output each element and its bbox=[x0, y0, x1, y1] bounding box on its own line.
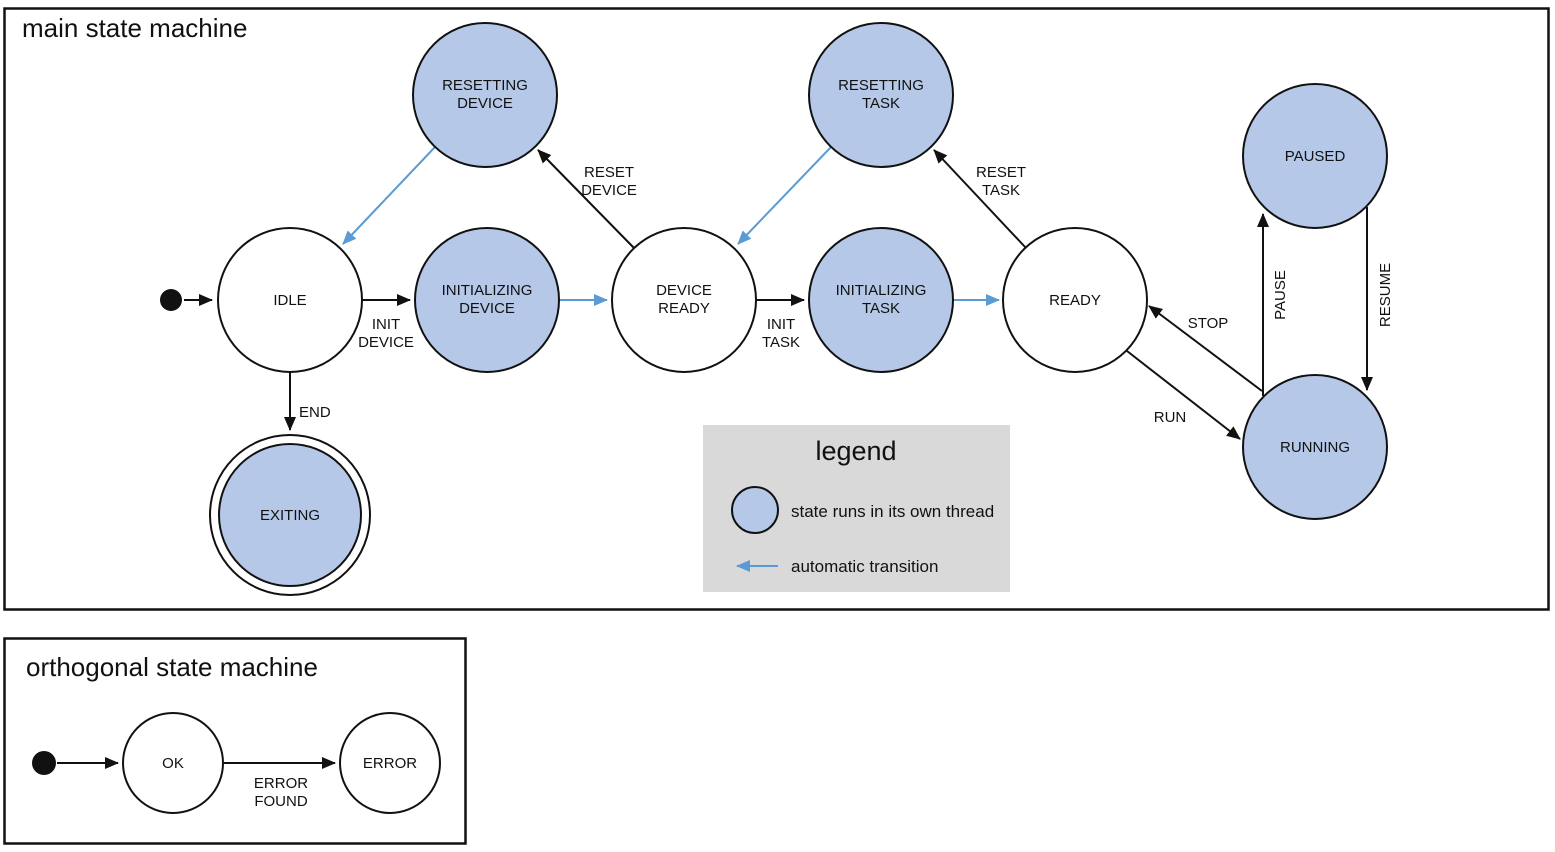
transition-init-device-label-2: DEVICE bbox=[358, 334, 414, 351]
state-exiting-label: EXITING bbox=[260, 507, 320, 524]
transition-error-found-label-2: FOUND bbox=[254, 793, 307, 810]
state-device-ready-label-1: DEVICE bbox=[656, 282, 712, 299]
state-running-circle bbox=[1242, 374, 1388, 520]
legend: legend state runs in its own thread auto… bbox=[703, 425, 1010, 592]
state-resetting-task-label-1: RESETTING bbox=[838, 77, 924, 94]
state-ready-label: READY bbox=[1049, 292, 1101, 309]
state-initializing-device-label-2: DEVICE bbox=[459, 300, 515, 317]
transition-error-found-label-1: ERROR bbox=[254, 775, 308, 792]
state-paused-circle bbox=[1242, 83, 1388, 229]
state-resetting-device-label-2: DEVICE bbox=[457, 95, 513, 112]
transition-reset-device-label-1: RESET bbox=[584, 164, 634, 181]
transition-pause-label: PAUSE bbox=[1272, 270, 1289, 320]
state-error-label: ERROR bbox=[363, 755, 417, 772]
transition-reset-device-label-2: DEVICE bbox=[581, 182, 637, 199]
state-resetting-device-circle bbox=[412, 22, 558, 168]
state-ok-label: OK bbox=[162, 755, 184, 772]
legend-thread-state-icon bbox=[731, 486, 779, 534]
transition-run-label: RUN bbox=[1154, 409, 1187, 426]
state-exiting-inner-circle bbox=[218, 443, 362, 587]
transition-resume-label: RESUME bbox=[1377, 263, 1394, 327]
transition-reset-task-label-1: RESET bbox=[976, 164, 1026, 181]
transition-init-task-label-1: INIT bbox=[767, 316, 795, 333]
initial-state-dot bbox=[160, 289, 182, 311]
state-paused-label: PAUSED bbox=[1285, 148, 1346, 165]
state-idle-label: IDLE bbox=[273, 292, 306, 309]
main-title: main state machine bbox=[22, 13, 247, 43]
main-transitions bbox=[184, 149, 1373, 440]
state-device-ready-circle bbox=[611, 227, 757, 373]
state-ok-circle bbox=[122, 712, 224, 814]
main-transition-labels: INIT DEVICE INIT TASK RESET DEVICE RESET… bbox=[299, 164, 1394, 426]
state-device-ready-label-2: READY bbox=[658, 300, 710, 317]
main-auto-transitions bbox=[342, 146, 1000, 306]
state-ready-circle bbox=[1002, 227, 1148, 373]
state-initializing-task-label-1: INITIALIZING bbox=[836, 282, 927, 299]
legend-auto-item-label: automatic transition bbox=[791, 557, 938, 576]
main-states bbox=[160, 22, 1388, 596]
transition-reset-task-line bbox=[933, 149, 1027, 249]
state-running-label: RUNNING bbox=[1280, 439, 1350, 456]
main-frame bbox=[3, 7, 1550, 611]
main-state-machine: main state machine bbox=[3, 7, 1550, 611]
state-resetting-device-label-1: RESETTING bbox=[442, 77, 528, 94]
orthogonal-state-machine: orthogonal state machine OK ERROR ERROR … bbox=[3, 637, 467, 845]
orthogonal-title: orthogonal state machine bbox=[26, 652, 318, 682]
transition-init-task-label-2: TASK bbox=[762, 334, 800, 351]
main-state-labels: IDLE INITIALIZING DEVICE DEVICE READY IN… bbox=[260, 77, 1350, 524]
orthogonal-initial-state-dot bbox=[32, 751, 56, 775]
state-initializing-task-circle bbox=[808, 227, 954, 373]
state-resetting-task-label-2: TASK bbox=[862, 95, 900, 112]
legend-thread-item-label: state runs in its own thread bbox=[791, 502, 994, 521]
transition-run-line bbox=[1126, 350, 1241, 440]
orthogonal-frame bbox=[3, 637, 467, 845]
state-initializing-device-label-1: INITIALIZING bbox=[442, 282, 533, 299]
transition-end-label: END bbox=[299, 404, 331, 421]
state-initializing-device-circle bbox=[414, 227, 560, 373]
transition-stop-label: STOP bbox=[1188, 315, 1229, 332]
auto-transition-resettask-to-deviceready bbox=[737, 146, 832, 245]
state-idle-circle bbox=[217, 227, 363, 373]
transition-init-device-label-1: INIT bbox=[372, 316, 400, 333]
auto-transition-resetdev-to-idle bbox=[342, 146, 436, 245]
transition-reset-device-line bbox=[537, 149, 635, 249]
state-initializing-task-label-2: TASK bbox=[862, 300, 900, 317]
state-resetting-task-circle bbox=[808, 22, 954, 168]
transition-reset-task-label-2: TASK bbox=[982, 182, 1020, 199]
state-error-circle bbox=[339, 712, 441, 814]
legend-title: legend bbox=[815, 436, 896, 466]
transition-stop-line bbox=[1148, 305, 1263, 392]
